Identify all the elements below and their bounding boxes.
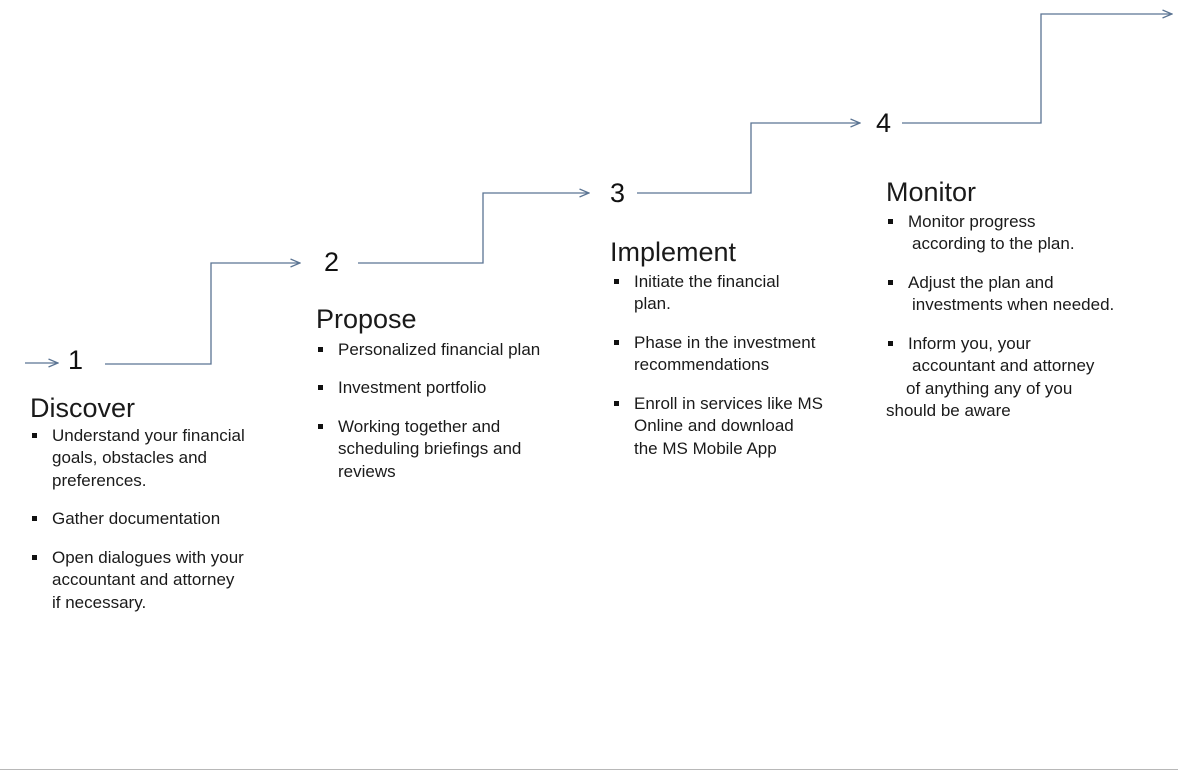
bullet-item: Personalized financial plan	[316, 339, 571, 361]
bullet-item: Inform you, your accountant and attorney…	[886, 333, 1146, 423]
connector-step-4-outgoing	[902, 14, 1172, 124]
connector-step-2-to-3	[358, 193, 589, 264]
step-3-bullet-list: Initiate the financial plan. Phase in th…	[612, 271, 844, 476]
bullet-item: Open dialogues with your accountant and …	[30, 547, 280, 614]
step-2-bullet-list: Personalized financial plan Investment p…	[316, 339, 571, 499]
bullet-item: Monitor progress according to the plan.	[886, 211, 1146, 256]
bullet-item: Phase in the investment recommendations	[612, 332, 844, 377]
step-3-title: Implement	[610, 237, 737, 267]
step-1-number: 1	[68, 345, 84, 375]
step-4-number: 4	[876, 108, 892, 138]
step-4-bullet-list: Monitor progress according to the plan. …	[886, 211, 1146, 439]
bullet-item: Understand your financial goals, obstacl…	[30, 425, 280, 492]
bullet-item: Gather documentation	[30, 508, 280, 530]
bullet-item: Enroll in services like MS Online and do…	[612, 393, 844, 460]
step-2-title: Propose	[316, 304, 417, 334]
connector-step-3-to-4	[637, 123, 860, 194]
step-3-number: 3	[610, 178, 626, 208]
step-4-title: Monitor	[886, 177, 977, 207]
bullet-item: Working together and scheduling briefing…	[316, 416, 571, 483]
step-1-title: Discover	[30, 393, 136, 423]
step-1-bullet-list: Understand your financial goals, obstacl…	[30, 425, 280, 630]
bullet-item: Initiate the financial plan.	[612, 271, 844, 316]
bullet-item: Investment portfolio	[316, 377, 571, 399]
bullet-item: Adjust the plan and investments when nee…	[886, 272, 1146, 317]
connector-step-1-to-2	[105, 263, 300, 365]
step-2-number: 2	[324, 247, 340, 277]
